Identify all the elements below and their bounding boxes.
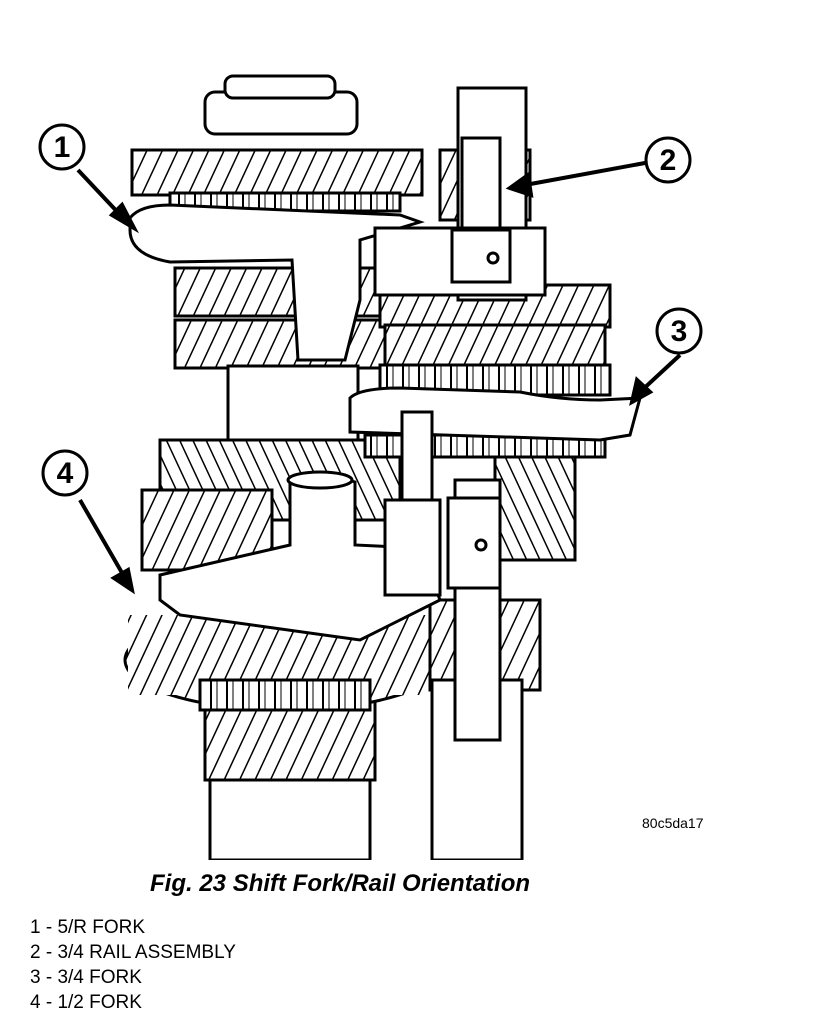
fork-12	[158, 470, 442, 642]
callout-4: 4	[41, 449, 89, 497]
callout-4-label: 4	[57, 457, 74, 490]
leader-lines	[76, 161, 682, 595]
transmission-illustration: 1 2 3 4	[38, 74, 703, 860]
fork-5r	[128, 203, 547, 362]
callout-1: 1	[38, 123, 86, 171]
legend-item: 1 - 5/R FORK	[30, 917, 146, 938]
callout-3: 3	[655, 307, 703, 355]
callout-2-label: 2	[660, 144, 677, 177]
image-code: 80c5da17	[642, 815, 704, 831]
callout-3-label: 3	[671, 315, 688, 348]
legend-item: 4 - 1/2 FORK	[30, 992, 142, 1013]
figure-caption: Fig. 23 Shift Fork/Rail Orientation	[150, 870, 531, 897]
legend: 1 - 5/R FORK 2 - 3/4 RAIL ASSEMBLY 3 - 3…	[30, 915, 236, 1015]
callout-1-label: 1	[54, 131, 71, 164]
legend-item: 2 - 3/4 RAIL ASSEMBLY	[30, 942, 236, 963]
callout-2: 2	[644, 136, 692, 184]
gear-stack	[123, 74, 447, 860]
legend-item: 3 - 3/4 FORK	[30, 967, 142, 988]
